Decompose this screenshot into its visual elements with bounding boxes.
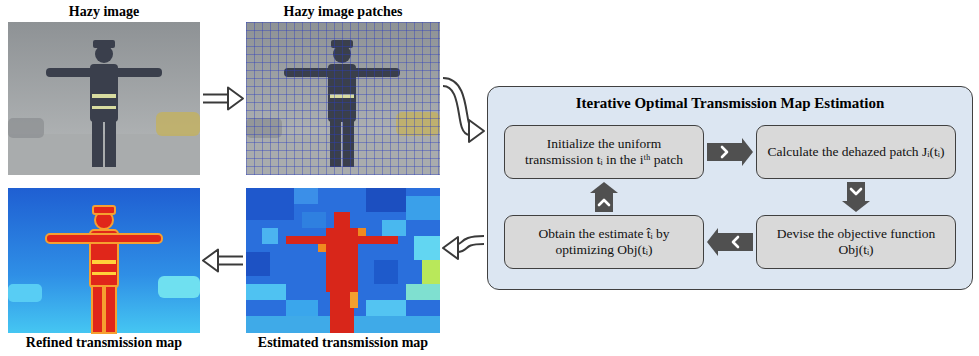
arrow-head: [742, 138, 753, 166]
arrow-shaft: [443, 82, 470, 131]
hazy-photo: [8, 22, 200, 175]
arrow-head: [842, 201, 870, 212]
process-panel: Iterative Optimal Transmission Map Estim…: [487, 86, 973, 290]
image-caption: Estimated transmission map: [222, 334, 464, 351]
chevron: [722, 147, 727, 157]
arrow-head: [443, 237, 458, 259]
chevron: [599, 200, 609, 205]
arrow-head: [590, 182, 618, 193]
panel-title: Iterative Optimal Transmission Map Estim…: [488, 87, 972, 112]
arrow-shaft: [217, 256, 243, 266]
flow-arrow: [842, 182, 870, 212]
image-caption: Refined transmission map: [0, 334, 224, 351]
arrow-band: [707, 143, 743, 161]
step-text: Devise the objective function Obj(tᵢ): [765, 226, 947, 259]
arrow-shaft: [217, 258, 243, 264]
step-text: Obtain the estimate t̂ᵢ by optimizing Ob…: [513, 226, 695, 259]
arrow-shaft: [203, 96, 229, 102]
image-panel: Refined transmission map: [8, 188, 200, 333]
patch-grid-photo: [246, 22, 440, 175]
arrow-shaft: [457, 240, 484, 248]
flow-arrow: [203, 88, 243, 110]
image-caption: Hazy image: [0, 3, 224, 20]
image-panel: Hazy image: [8, 22, 200, 175]
estimated-map: [246, 188, 440, 333]
step-text: Initialize the uniform transmission tᵢ i…: [513, 136, 695, 169]
arrow-head: [228, 88, 243, 110]
flow-arrow: [590, 182, 618, 212]
flow-arrow: [203, 250, 243, 272]
arrow-band: [595, 192, 613, 212]
chevron: [733, 237, 738, 247]
chevron: [851, 189, 861, 194]
process-box: Calculate the dehazed patch Jᵢ(tᵢ): [756, 125, 956, 179]
image-caption: Hazy image patches: [222, 3, 464, 20]
refined-map: [8, 188, 200, 333]
arrow-band: [847, 182, 865, 202]
flow-arrow: [707, 138, 753, 166]
process-box: Initialize the uniform transmission tᵢ i…: [504, 125, 704, 179]
step-text: Calculate the dehazed patch Jᵢ(tᵢ): [768, 144, 945, 160]
process-box: Obtain the estimate t̂ᵢ by optimizing Ob…: [504, 215, 704, 269]
arrow-head: [469, 120, 484, 142]
process-box: Devise the objective function Obj(tᵢ): [756, 215, 956, 269]
arrow-band: [717, 233, 753, 251]
image-panel: Estimated transmission map: [246, 188, 440, 333]
arrow-shaft: [203, 94, 229, 104]
arrow-shaft: [457, 240, 484, 248]
image-panel: Hazy image patches: [246, 22, 440, 175]
arrow-shaft: [443, 82, 470, 131]
flow-arrow: [707, 228, 753, 256]
flow-arrow: [443, 82, 484, 142]
arrow-head: [707, 228, 718, 256]
flow-arrow: [443, 237, 484, 259]
arrow-head: [203, 250, 218, 272]
